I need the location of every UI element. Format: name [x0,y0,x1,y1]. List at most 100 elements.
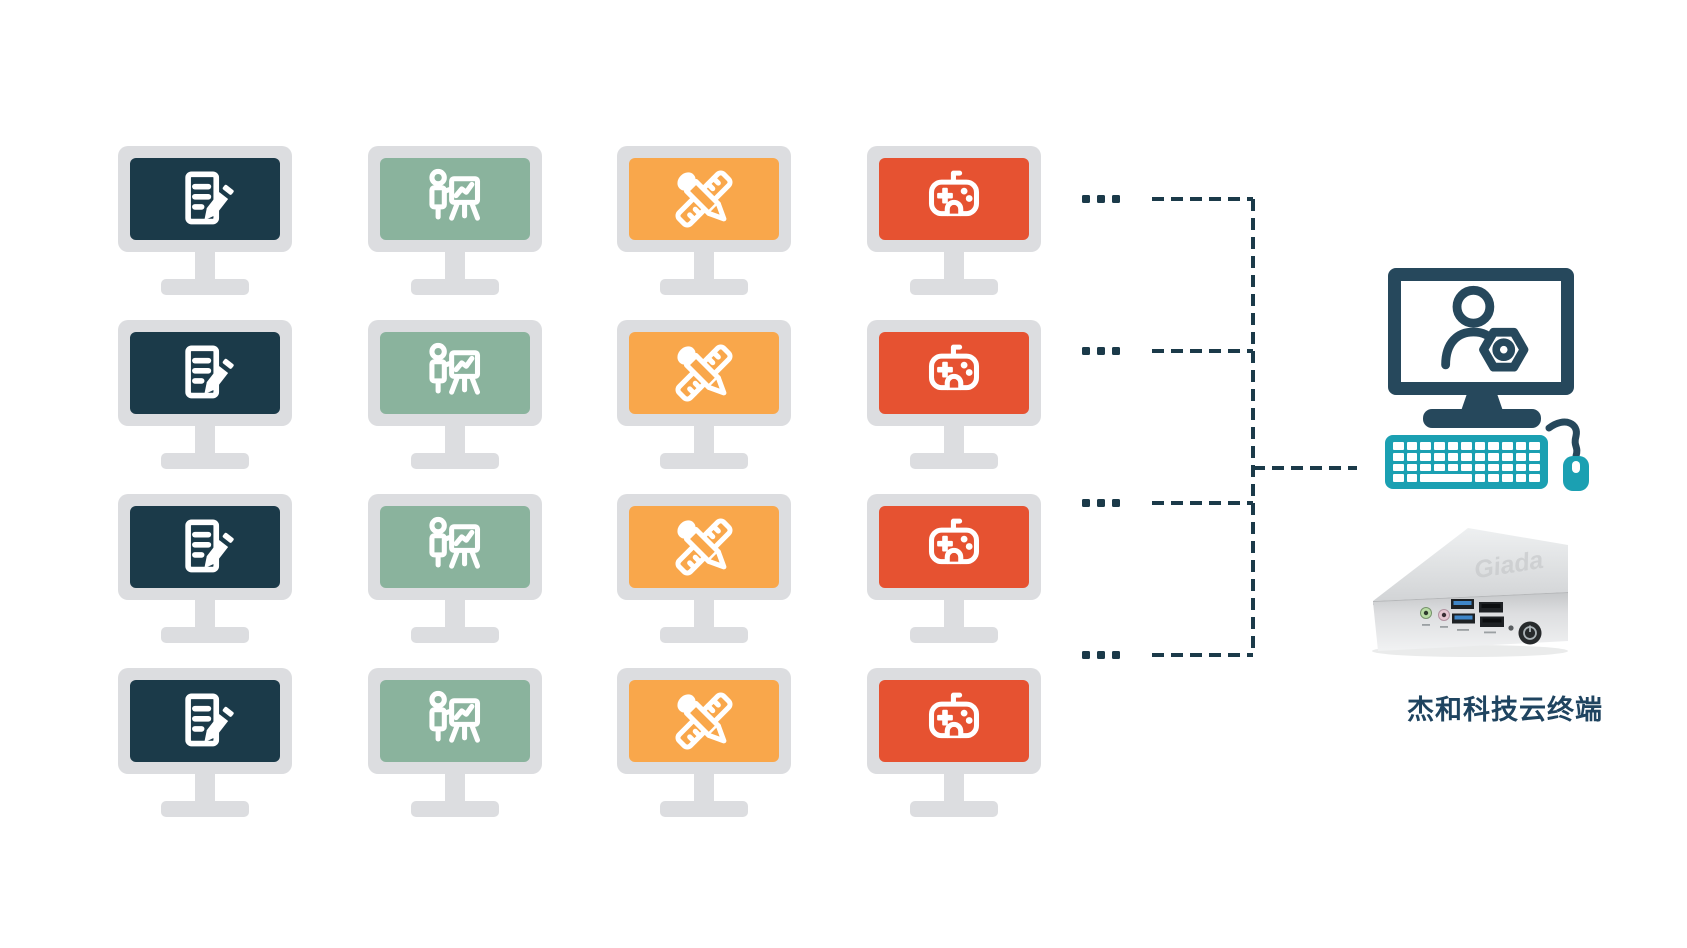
keyboard-key [1502,452,1513,461]
client-monitor-office-documents [118,320,292,470]
keyboard-key [1502,474,1513,482]
mouse-icon [1563,456,1589,491]
document-edit-icon [185,693,234,747]
client-monitor-office-documents [118,146,292,296]
presentation-chart-icon [429,168,481,221]
ruler-pencil-icon [675,344,733,402]
gamepad-icon [928,170,980,217]
monitor-stand-base [411,627,499,643]
keyboard-key [1406,474,1418,482]
usb3-tongue [1454,615,1473,620]
power-button [1518,621,1542,645]
monitor-screen [879,680,1029,762]
ruler-pencil-icon [675,692,733,750]
monitor-screen [380,506,530,588]
keyboard-key [1461,452,1472,461]
keyboard-key [1529,463,1540,472]
usb2-tongue [1482,618,1502,623]
monitor-bezel [118,146,292,252]
keyboard-key [1474,463,1486,472]
client-monitor-design-tools [617,146,791,296]
keyboard-key [1502,442,1513,450]
keyboard-key [1406,442,1418,450]
monitor-stand [944,773,964,804]
monitor-screen [130,680,280,762]
port-label-mark [1484,631,1496,634]
keyboard-key [1515,463,1527,472]
keyboard-key [1420,452,1431,461]
gamepad-icon [928,344,980,391]
monitor-stand-base [411,453,499,469]
client-monitor-gaming [867,320,1041,470]
monitor-stand-base [411,801,499,817]
keyboard-key [1420,463,1431,472]
monitor-stand-base [411,279,499,295]
keyboard-key [1461,442,1472,450]
keyboard-key [1393,442,1404,450]
monitor-bezel [118,494,292,600]
keyboard-key [1515,442,1527,450]
presentation-chart-icon [429,516,481,569]
keyboard-key [1488,452,1500,461]
monitor-stand [445,773,465,804]
monitor-screen [629,158,779,240]
client-monitor-gaming [867,146,1041,296]
keyboard-key [1406,463,1418,472]
device-label: 杰和科技云终端 [1407,695,1603,725]
keyboard-key [1461,463,1472,472]
keyboard-key [1488,474,1500,482]
client-monitor-presentation [368,668,542,818]
monitor-bezel [118,320,292,426]
monitor-screen [380,332,530,414]
client-monitor-design-tools [617,668,791,818]
monitor-screen [380,158,530,240]
monitor-screen [879,158,1029,240]
monitor-bezel [617,320,791,426]
monitor-bezel [617,494,791,600]
monitor-bezel [867,668,1041,774]
monitor-screen [629,506,779,588]
client-monitor-gaming [867,668,1041,818]
keyboard-key [1433,452,1445,461]
keyboard-keys [1393,442,1540,482]
monitor-bezel [368,320,542,426]
monitor-stand [694,251,714,282]
monitor-stand-base [910,453,998,469]
document-edit-icon [185,171,234,225]
device-ports [1420,599,1542,645]
keyboard-key [1529,442,1540,450]
usb2-tongue [1481,604,1501,608]
monitor-bezel [617,146,791,252]
monitor-stand [694,773,714,804]
document-edit-icon [185,519,234,573]
keyboard-key [1488,463,1500,472]
keyboard-key [1406,452,1418,461]
monitor-stand [195,599,215,630]
keyboard-key [1529,474,1540,482]
client-monitor-presentation [368,320,542,470]
monitor-stand [694,425,714,456]
monitor-screen [130,506,280,588]
audio-jack-hole [1423,610,1429,616]
monitor-bezel [368,146,542,252]
monitor-stand-base [910,627,998,643]
client-monitor-gaming [867,494,1041,644]
cloud-terminal-device: Giada [1372,528,1568,657]
client-monitor-design-tools [617,320,791,470]
client-monitor-office-documents [118,668,292,818]
monitor-bezel [867,146,1041,252]
monitor-screen [130,158,280,240]
monitor-stand-base [161,627,249,643]
monitor-stand [445,251,465,282]
client-monitor-presentation [368,146,542,296]
keyboard-key [1515,452,1527,461]
reset-hole [1508,625,1514,631]
keyboard-key [1447,463,1459,472]
keyboard-key [1529,452,1540,461]
keyboard-key [1393,474,1404,482]
keyboard-key [1474,474,1486,482]
monitor-stand-base [161,279,249,295]
monitor-stand [195,251,215,282]
port-label-mark [1440,626,1448,628]
monitor-stand [445,599,465,630]
